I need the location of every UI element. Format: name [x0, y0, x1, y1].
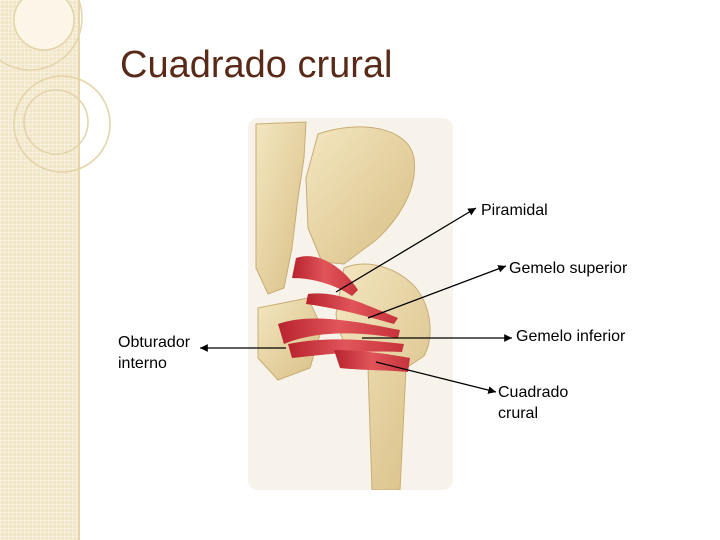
ilium-bone — [305, 126, 416, 265]
label-obturador-line1: Obturador — [118, 334, 191, 351]
hip-anatomy-illustration — [248, 118, 453, 490]
cuadrado-crural-muscle — [334, 350, 410, 372]
sacrum-bone — [255, 121, 307, 295]
label-obturador-line2: interno — [118, 355, 167, 372]
label-obturador-interno: Obturador interno — [118, 332, 190, 374]
gemelo-inferior-muscle — [288, 339, 404, 358]
label-cuadrado-crural: Cuadrado crural — [498, 382, 568, 424]
cuadrado-crural-leader — [375, 361, 497, 394]
label-cuadrado-line1: Cuadrado — [498, 384, 569, 401]
decorative-side-strip — [0, 0, 80, 540]
piramidal-muscle — [292, 256, 358, 296]
piramidal-leader — [335, 207, 477, 293]
decorative-circles — [0, 0, 111, 173]
label-piramidal: Piramidal — [481, 202, 548, 219]
label-gemelo-superior: Gemelo superior — [509, 260, 628, 277]
label-cuadrado-line2: crural — [498, 405, 539, 422]
obturador-interno-muscle — [278, 318, 400, 344]
gemelo-superior-muscle — [306, 293, 398, 324]
slide-title: Cuadrado crural — [120, 44, 393, 86]
gemelo-superior-leader — [367, 265, 507, 319]
label-gemelo-inferior: Gemelo inferior — [516, 328, 626, 345]
